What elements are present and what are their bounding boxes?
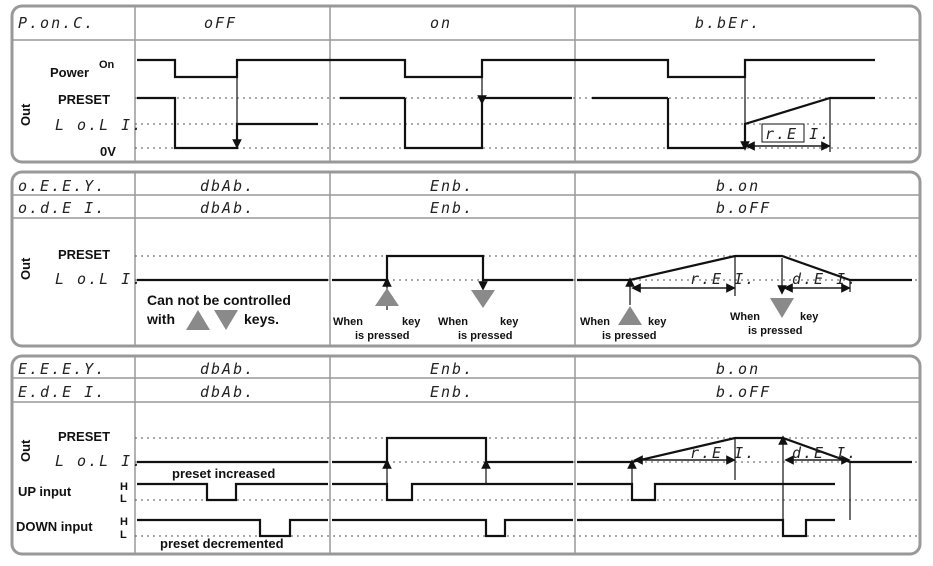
preset-increased-note: preset increased — [172, 466, 275, 481]
lol-label: L o.L I. — [55, 116, 143, 134]
when-label: When — [580, 316, 610, 328]
up-input-signal-enb — [332, 482, 573, 502]
panel-power-on-mode: P.on.C. oFF on b.bEr. Power On PRESET L … — [10, 4, 922, 164]
odt-value-disable: dbAb. — [200, 199, 255, 217]
dt-label: d.E I. — [792, 270, 858, 288]
power-label: Power — [50, 65, 89, 80]
out-signal-enb — [332, 436, 573, 464]
out-signal-enb — [332, 254, 573, 282]
is-pressed-label: is pressed — [602, 330, 656, 342]
is-pressed-label: is pressed — [355, 330, 409, 342]
edt-value-enable: Enb. — [430, 383, 474, 401]
not-controlled-note: Can not be controlled — [147, 292, 291, 308]
down-low-label: L — [120, 529, 127, 541]
preset-label: PRESET — [58, 92, 110, 107]
oety-value-on: b.on — [716, 177, 760, 195]
down-input-signal-enb — [332, 518, 573, 538]
up-arrow-key-icon — [186, 310, 210, 330]
when-label: When — [730, 311, 760, 323]
out-signal-on — [403, 96, 572, 150]
up-low-label: L — [120, 493, 127, 505]
eety-value-enable: Enb. — [430, 360, 474, 378]
option-on: on — [430, 14, 452, 32]
out-signal-ramp — [577, 436, 912, 464]
up-input-signal-disabled — [137, 482, 328, 502]
up-input-label: UP input — [18, 484, 72, 499]
param-pon-c: P.on.C. — [18, 14, 95, 32]
out-label: Out — [18, 103, 33, 126]
when-label: When — [333, 316, 363, 328]
out-signal-ramp — [577, 254, 912, 282]
down-input-signal-disabled — [137, 518, 328, 538]
up-arrow-key-icon — [618, 306, 642, 325]
oety-value-enable: Enb. — [430, 177, 474, 195]
rt-label: r.E I. — [690, 444, 756, 462]
when-label: When — [438, 316, 468, 328]
out-label: Out — [18, 257, 33, 280]
out-signal-off — [137, 96, 318, 150]
eety-value-on: b.on — [716, 360, 760, 378]
note-keys: keys. — [244, 311, 279, 327]
oety-value-disable: dbAb. — [200, 177, 255, 195]
out-label: Out — [18, 439, 33, 462]
preset-label: PRESET — [58, 429, 110, 444]
key-label: key — [648, 316, 667, 328]
lol-label: L o.L I. — [55, 270, 143, 288]
preset-decremented-note: preset decremented — [160, 536, 284, 551]
up-high-label: H — [120, 481, 128, 493]
power-signal — [137, 58, 875, 79]
param-eety: E.E.E.Y. — [18, 360, 106, 378]
edt-value-off: b.oFF — [716, 383, 771, 401]
note-with: with — [146, 311, 175, 327]
up-arrow-key-icon — [375, 288, 399, 306]
down-high-label: H — [120, 516, 128, 528]
panel-external-inputs: E.E.E.Y. dbAb. Enb. b.on E.d.E I. dbAb. … — [10, 354, 922, 556]
power-on-label: On — [99, 59, 115, 71]
is-pressed-label: is pressed — [458, 330, 512, 342]
edt-value-disable: dbAb. — [200, 383, 255, 401]
up-input-signal-ramp — [577, 482, 835, 502]
rt-label: r.E I. — [690, 270, 756, 288]
param-odt: o.d.E I. — [18, 199, 106, 217]
odt-value-off: b.oFF — [716, 199, 771, 217]
param-oety: o.E.E.Y. — [18, 177, 106, 195]
is-pressed-label: is pressed — [748, 325, 802, 337]
option-off: oFF — [204, 14, 237, 32]
key-label: key — [402, 316, 421, 328]
lol-label: L o.L I. — [55, 452, 143, 470]
key-label: key — [500, 316, 519, 328]
param-edt: E.d.E I. — [18, 383, 106, 401]
option-bbtr: b.bEr. — [695, 14, 761, 32]
key-label: key — [800, 311, 819, 323]
down-arrow-key-icon — [471, 290, 495, 308]
zero-volt-label: 0V — [100, 144, 116, 159]
rt-label: r.E I. — [765, 125, 831, 143]
preset-label: PRESET — [58, 247, 110, 262]
down-input-label: DOWN input — [16, 519, 93, 534]
down-input-signal-ramp — [577, 518, 835, 538]
panel-output-control-keys: o.E.E.Y. dbAb. Enb. b.on o.d.E I. dbAb. … — [10, 170, 922, 348]
dt-label: d.E I. — [792, 444, 858, 462]
down-arrow-key-icon — [770, 298, 794, 318]
odt-value-enable: Enb. — [430, 199, 474, 217]
eety-value-disable: dbAb. — [200, 360, 255, 378]
down-arrow-key-icon — [214, 310, 238, 330]
